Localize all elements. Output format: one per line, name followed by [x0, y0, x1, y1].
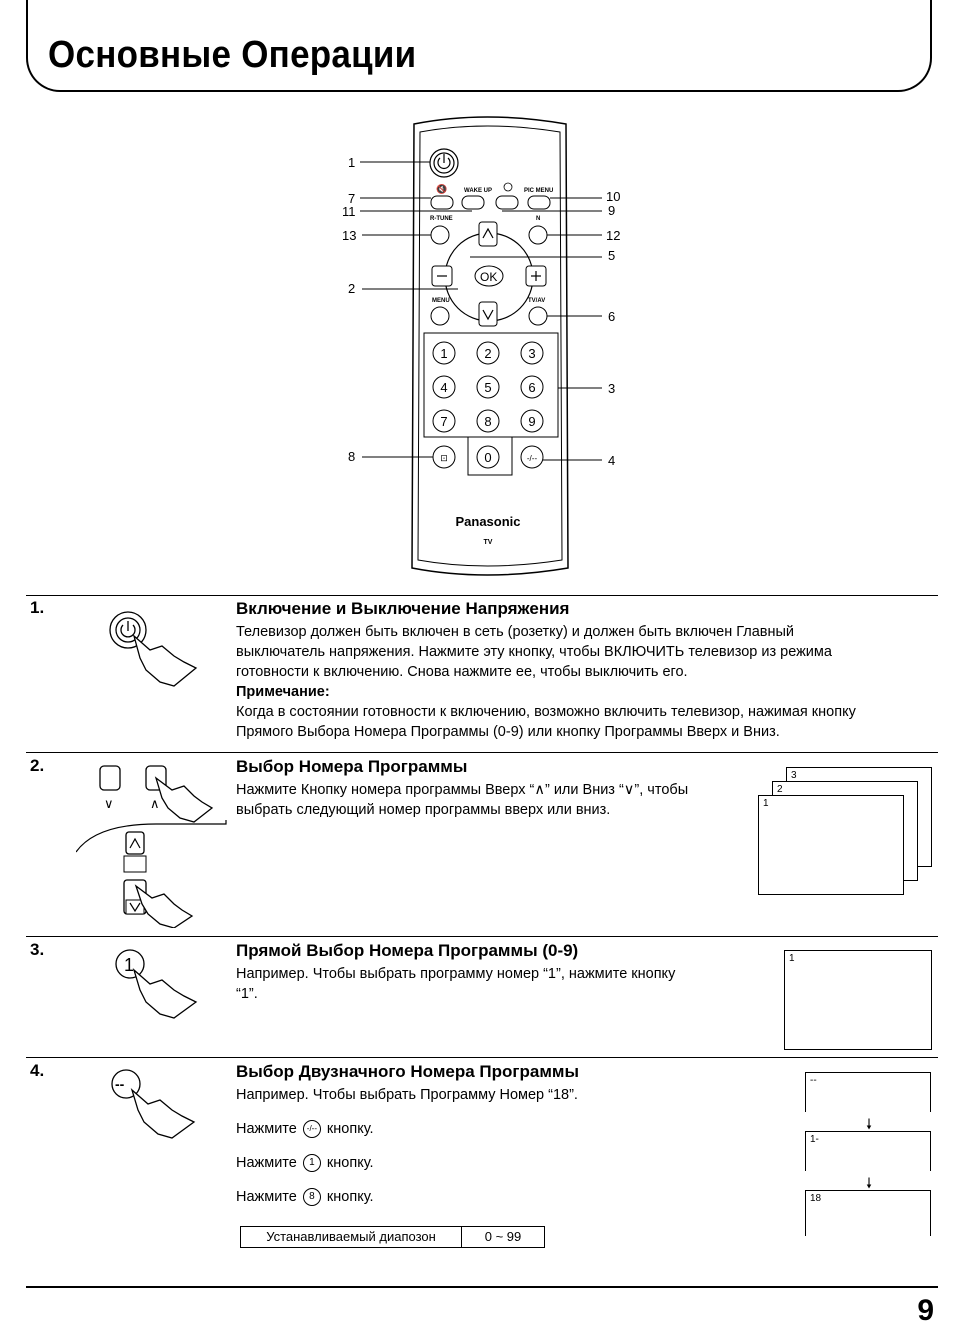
- section-heading: Включение и Выключение Напряжения: [236, 599, 570, 618]
- step-prefix: Нажмите: [236, 1121, 297, 1137]
- svg-text:8: 8: [348, 449, 355, 464]
- body-line: выбрать следующий номер программы вверх …: [236, 802, 611, 818]
- svg-text:--: --: [115, 1076, 125, 1092]
- instruction-step: Нажмите 8 кнопку.: [236, 1187, 374, 1207]
- svg-text:1: 1: [124, 955, 134, 975]
- svg-text:TV: TV: [484, 539, 493, 546]
- section-body: Например. Чтобы выбрать программу номер …: [236, 964, 675, 1004]
- section-heading: Выбор Двузначного Номера Программы: [236, 1062, 579, 1081]
- tv-screen: --: [805, 1072, 931, 1112]
- divider: [26, 936, 938, 937]
- step-suffix: кнопку.: [326, 1155, 374, 1171]
- down-arrow-icon: 🠗: [866, 1175, 873, 1191]
- wakeup-label: WAKE UP: [464, 188, 492, 194]
- body-line: “1”.: [236, 986, 258, 1002]
- body-line: Нажмите Кнопку номера программы Вверх “∧…: [236, 782, 689, 798]
- body-line: готовности к включению. Снова нажмите ее…: [236, 664, 688, 680]
- svg-text:3: 3: [528, 346, 535, 361]
- svg-text:N: N: [536, 216, 540, 222]
- svg-text:12: 12: [606, 228, 620, 243]
- title-frame: [26, 0, 932, 92]
- svg-text:R-TUNE: R-TUNE: [430, 216, 453, 222]
- svg-text:0: 0: [484, 450, 491, 465]
- svg-text:7: 7: [440, 414, 447, 429]
- svg-text:7: 7: [348, 191, 355, 206]
- digit-eight-button-icon: 8: [302, 1188, 321, 1207]
- svg-text:5: 5: [608, 248, 615, 263]
- svg-text:9: 9: [528, 414, 535, 429]
- svg-text:6: 6: [608, 309, 615, 324]
- step-suffix: кнопку.: [326, 1189, 374, 1205]
- svg-text:1: 1: [348, 155, 355, 170]
- svg-text:5: 5: [484, 380, 491, 395]
- page-title: Основные Операции: [48, 34, 417, 76]
- digit-one-button-icon: 1: [302, 1154, 321, 1173]
- section-body: Нажмите Кнопку номера программы Вверх “∧…: [236, 780, 688, 820]
- power-button-hand-icon: [109, 611, 198, 687]
- note-line: Когда в состоянии готовности к включению…: [236, 704, 856, 720]
- svg-text:4: 4: [440, 380, 447, 395]
- section-number: 3.: [30, 940, 45, 959]
- section-body: Телевизор должен быть включен в сеть (ро…: [236, 622, 856, 742]
- section-number: 2.: [30, 756, 45, 775]
- remote-control-illustration: 🔇 WAKE UP PIC MENU R-TUNE N OK MENU TV/A…: [342, 116, 620, 576]
- svg-text:4: 4: [608, 453, 615, 468]
- ok-label: OK: [480, 270, 497, 284]
- svg-text:TV/AV: TV/AV: [528, 298, 545, 304]
- range-table: Устанавливаемый диапозон 0 ~ 99: [240, 1226, 545, 1248]
- svg-text:9: 9: [608, 203, 615, 218]
- body-line: Телевизор должен быть включен в сеть (ро…: [236, 624, 795, 640]
- svg-text:∧: ∧: [150, 796, 160, 811]
- tv-screen: 1: [758, 795, 904, 895]
- section-number: 1.: [30, 598, 45, 617]
- tv-screen: 18: [805, 1190, 931, 1236]
- svg-text:1: 1: [440, 346, 447, 361]
- body-line: выключатель напряжения. Нажмите эту кноп…: [236, 644, 832, 660]
- section-body: Например. Чтобы выбрать Программу Номер …: [236, 1087, 578, 1103]
- svg-text:10: 10: [606, 189, 620, 204]
- tv-screen: 1-: [805, 1131, 931, 1171]
- note-line: Прямого Выбора Номера Программы (0-9) ил…: [236, 724, 780, 740]
- body-line: Например. Чтобы выбрать программу номер …: [236, 966, 676, 982]
- note-label: Примечание:: [236, 684, 330, 700]
- svg-text:MENU: MENU: [432, 298, 450, 304]
- svg-text:3: 3: [608, 381, 615, 396]
- svg-text:13: 13: [342, 228, 356, 243]
- svg-text:2: 2: [484, 346, 491, 361]
- divider: [26, 752, 938, 753]
- program-up-down-hand-icon: ∨ ∧: [76, 765, 227, 928]
- svg-text:6: 6: [528, 380, 535, 395]
- divider: [26, 595, 938, 596]
- page-number: 9: [917, 1294, 934, 1327]
- step-prefix: Нажмите: [236, 1155, 297, 1171]
- instruction-step: Нажмите -/-- кнопку.: [236, 1119, 374, 1139]
- svg-text:⊡: ⊡: [440, 453, 448, 463]
- dash-button-icon: -/--: [302, 1120, 321, 1139]
- down-arrow-icon: 🠗: [866, 1116, 873, 1132]
- svg-text:-/--: -/--: [527, 454, 538, 463]
- step-suffix: кнопку.: [326, 1121, 374, 1137]
- svg-text:🔇: 🔇: [436, 183, 447, 195]
- svg-text:∨: ∨: [104, 796, 114, 811]
- step-prefix: Нажмите: [236, 1189, 297, 1205]
- svg-text:2: 2: [348, 281, 355, 296]
- svg-text:11: 11: [342, 204, 356, 219]
- svg-text:8: 8: [484, 414, 491, 429]
- divider: [26, 1057, 938, 1058]
- digit-button-hand-icon: 1: [115, 949, 198, 1019]
- two-digit-button-hand-icon: --: [111, 1069, 196, 1139]
- range-label: Устанавливаемый диапозон: [241, 1227, 462, 1247]
- svg-text:PIC MENU: PIC MENU: [524, 188, 553, 194]
- section-number: 4.: [30, 1061, 45, 1080]
- section-heading: Прямой Выбор Номера Программы (0-9): [236, 941, 579, 960]
- section-heading: Выбор Номера Программы: [236, 757, 468, 776]
- range-value: 0 ~ 99: [484, 1229, 522, 1244]
- instruction-step: Нажмите 1 кнопку.: [236, 1153, 374, 1173]
- bottom-rule: [26, 1286, 938, 1288]
- tv-screen: 1: [784, 950, 932, 1050]
- brand-label: Panasonic: [455, 514, 520, 529]
